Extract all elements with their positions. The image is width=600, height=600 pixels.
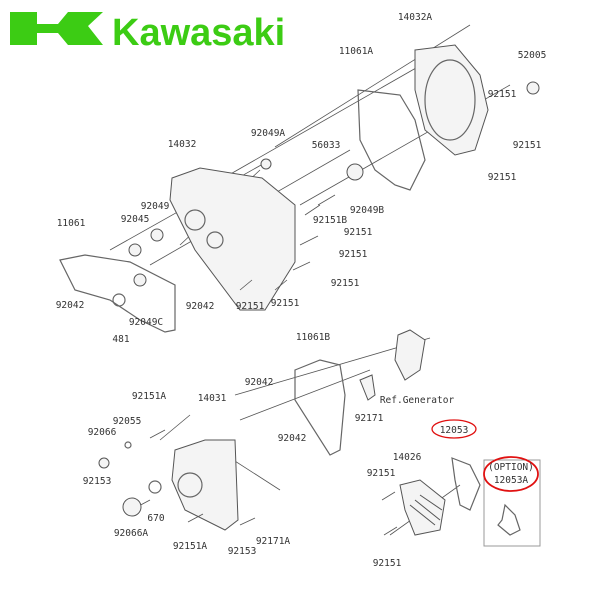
part-label: 92042 [245,377,274,388]
part-label: 92049C [129,317,163,328]
part-label: 92066 [88,427,117,438]
highlight-12053a [483,456,539,492]
part-label: 670 [147,513,164,524]
part-label: (OPTION) [488,462,534,473]
highlight-12053 [431,419,477,439]
part-label: 92151 [488,89,517,100]
part-label: 92151 [331,278,360,289]
part-label: 14026 [393,452,422,463]
part-label: 92151 [367,468,396,479]
option-box [483,459,541,547]
part-label: 11061A [339,46,374,57]
part-label: 92049B [350,205,385,216]
part-label: 56033 [312,140,341,151]
generator-assembly [359,329,426,401]
kawasaki-wordmark: Kawasaki [112,12,285,54]
part-label: 11061B [296,332,331,343]
part-label: 92042 [278,433,307,444]
part-label: 14032 [168,139,197,150]
guard-12053 [399,457,481,536]
part-label: 92042 [186,301,215,312]
part-labels: 14032A 11061A 52005 92151 92151 92151 92… [56,12,547,569]
part-label: 92151 [488,172,517,183]
gasket-11061a [357,89,426,191]
part-label: 12053 [440,425,469,436]
part-label: 92171A [256,536,291,547]
part-label: 52005 [518,50,547,61]
part-label: 92151 [339,249,368,260]
seals-bearings [112,81,540,307]
cover-14032a [414,44,489,156]
part-label: 92045 [121,214,150,225]
part-label: 92066A [114,528,149,539]
part-label: 481 [112,334,129,345]
part-label: 92049A [251,128,286,139]
part-label: 92055 [113,416,142,427]
part-label: 92049 [141,201,170,212]
part-label: 92153 [228,546,257,557]
part-label: Ref.Generator [380,395,455,406]
part-label: 92151 [236,301,265,312]
part-label: 14031 [198,393,227,404]
part-label: 12053A [494,475,529,486]
part-label: 92151 [513,140,542,151]
gasket-11061 [59,254,176,333]
part-label: 92151A [132,391,167,402]
part-label: 92151 [271,298,300,309]
part-label: 92153 [83,476,112,487]
part-label: 92151 [373,558,402,569]
part-label: 92042 [56,300,85,311]
part-label: 92171 [355,413,384,424]
misc-small-parts [98,441,162,517]
part-label: 92151B [313,215,348,226]
kawasaki-k-mark-icon [10,12,103,45]
part-label: 14032A [398,12,433,23]
part-label: 92151A [173,541,208,552]
part-label: 92151 [344,227,373,238]
cover-14031 [171,439,239,531]
kawasaki-logo: Kawasaki [10,12,285,54]
gasket-11061b [294,359,346,456]
part-label: 11061 [57,218,86,229]
